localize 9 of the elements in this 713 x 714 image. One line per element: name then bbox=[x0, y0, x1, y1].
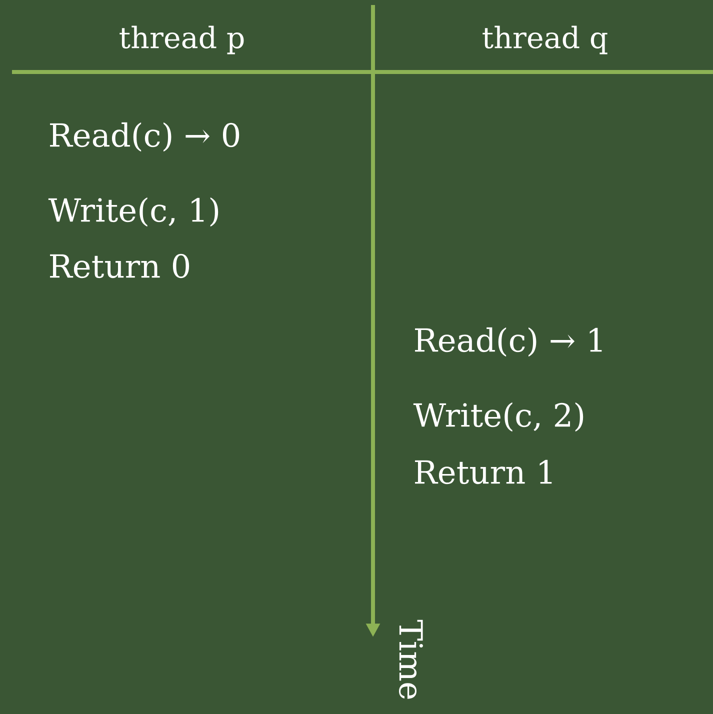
step-text: Read(c) → 0 bbox=[50, 122, 240, 152]
step-text: Read(c) → 1 bbox=[415, 327, 602, 357]
step-text: Return 1 bbox=[415, 460, 552, 484]
column-header: thread q bbox=[482, 26, 608, 54]
column-header: thread p bbox=[120, 26, 244, 54]
step-text: Write(c, 1) bbox=[48, 197, 218, 227]
step-text: Write(c, 2) bbox=[413, 402, 584, 432]
step-text: Return 0 bbox=[50, 254, 190, 278]
axis-label: Time bbox=[399, 620, 423, 699]
